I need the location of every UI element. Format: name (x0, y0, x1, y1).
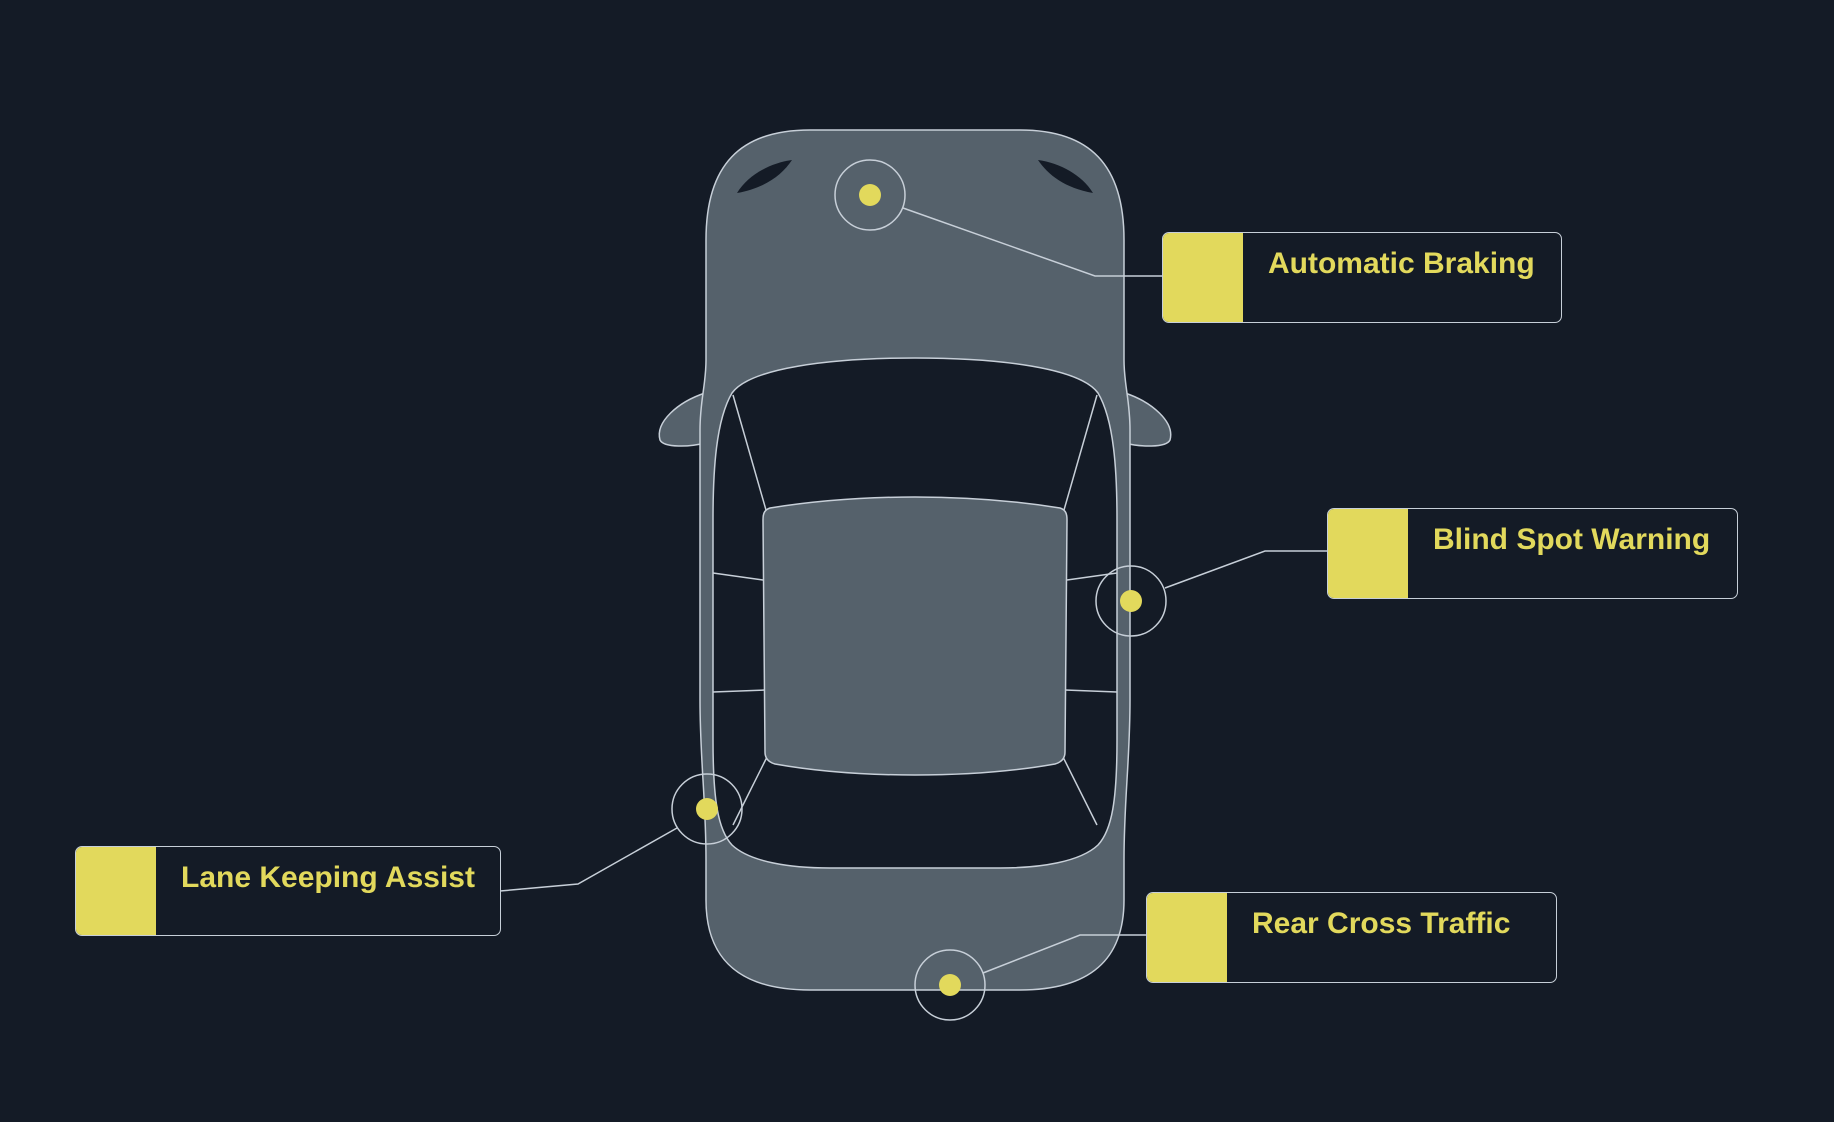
left-mirror (658, 391, 706, 447)
lane-keeping-assist-leader (499, 827, 678, 892)
left-side-sensor-marker[interactable] (671, 773, 743, 845)
callout-rear-cross-traffic[interactable]: Rear Cross Traffic (1146, 892, 1557, 983)
right-headlight (1038, 160, 1093, 193)
right-a-pillar (1063, 394, 1098, 511)
callout-lane-keeping-assist[interactable]: Lane Keeping Assist (75, 846, 501, 936)
callout-blind-spot-warning[interactable]: Blind Spot Warning (1327, 508, 1738, 599)
callout-swatch (1328, 509, 1408, 598)
blind-spot-warning-leader (1164, 550, 1328, 589)
left-b-pillar (712, 572, 764, 581)
rear-sensor-marker[interactable] (914, 949, 986, 1021)
front-sensor-marker[interactable] (834, 159, 906, 231)
callout-label: Lane Keeping Assist (181, 861, 475, 894)
right-rear-pillar (1061, 754, 1098, 826)
callout-swatch (1163, 233, 1243, 322)
roof-panel (762, 496, 1068, 776)
left-c-pillar (712, 689, 766, 693)
callout-automatic-braking[interactable]: Automatic Braking (1162, 232, 1562, 323)
callout-label: Rear Cross Traffic (1252, 907, 1511, 940)
automatic-braking-leader (902, 207, 1163, 277)
callout-label: Blind Spot Warning (1433, 523, 1711, 556)
callout-label: Automatic Braking (1268, 247, 1535, 280)
left-rear-pillar (732, 754, 769, 826)
left-a-pillar (732, 394, 767, 511)
right-mirror (1124, 391, 1172, 447)
left-headlight (737, 160, 792, 193)
callout-swatch (1147, 893, 1227, 982)
rear-cross-traffic-leader (982, 934, 1147, 974)
callout-swatch (76, 847, 156, 935)
right-side-sensor-marker[interactable] (1095, 565, 1167, 637)
right-c-pillar (1064, 689, 1118, 693)
